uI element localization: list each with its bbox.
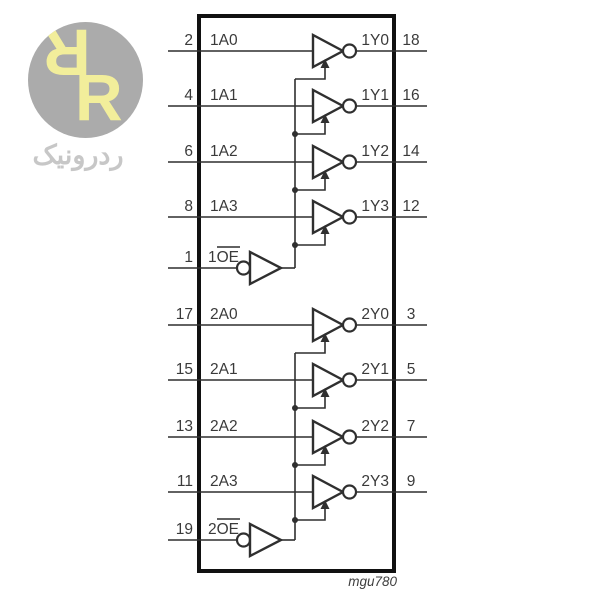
enable-arrow-icon	[320, 333, 330, 342]
input-pin-number: 17	[176, 306, 193, 323]
output-label: 2Y1	[361, 361, 389, 378]
brand-watermark: R R ردرونیک	[0, 0, 170, 190]
inversion-bubble-icon	[341, 317, 358, 333]
inversion-bubble-icon	[341, 429, 358, 445]
output-label: 1Y3	[361, 198, 389, 215]
input-label: 1A0	[210, 32, 238, 49]
buffer-triangle-2Y0	[311, 307, 346, 343]
output-pin-number: 5	[407, 361, 416, 378]
enable-arrow-icon	[320, 170, 330, 179]
enable-arrow-icon	[320, 225, 330, 234]
output-pin-number: 14	[402, 143, 420, 160]
buffer-triangle-1Y0	[311, 33, 346, 69]
enable-arrow-icon	[320, 500, 330, 509]
output-label: 1Y0	[361, 32, 389, 49]
input-pin-number: 2	[184, 32, 193, 49]
buffer-triangle-2Y2	[311, 419, 346, 455]
junction-dot-icon	[292, 187, 298, 193]
input-pin-number: 11	[177, 473, 193, 490]
buffer-triangle-1Y3	[311, 199, 346, 235]
buffer-triangle-1Y1	[311, 88, 346, 124]
buffer-triangle-2Y1	[311, 362, 346, 398]
output-pin-number: 16	[402, 87, 419, 104]
oe-pin-number: 19	[176, 521, 193, 538]
oe-label: 2OE	[208, 521, 239, 538]
junction-dot-icon	[292, 131, 298, 137]
oe-buffer-triangle-1	[248, 250, 284, 286]
junction-dot-icon	[292, 242, 298, 248]
inversion-bubble-icon	[341, 484, 358, 500]
output-label: 1Y1	[361, 87, 389, 104]
junction-dot-icon	[292, 517, 298, 523]
inversion-bubble-icon	[341, 209, 358, 225]
brand-name: ردرونیک	[32, 140, 124, 170]
junction-dot-icon	[292, 462, 298, 468]
input-pin-number: 8	[184, 198, 193, 215]
output-label: 2Y0	[361, 306, 389, 323]
buffer-triangle-2Y3	[311, 474, 346, 510]
input-label: 2A0	[210, 306, 238, 323]
enable-arrow-icon	[320, 114, 330, 123]
input-label: 1A1	[210, 87, 238, 104]
logo-letter-icon: R	[75, 60, 123, 134]
oe-pin-number: 1	[184, 249, 193, 266]
input-pin-number: 15	[176, 361, 193, 378]
enable-branch	[295, 395, 326, 409]
output-pin-number: 7	[407, 418, 416, 435]
output-pin-number: 9	[407, 473, 416, 490]
ic-body-outline	[197, 14, 396, 573]
input-label: 1A3	[210, 198, 238, 215]
oe-buffer-triangle-2	[248, 522, 284, 558]
input-pin-number: 13	[176, 418, 193, 435]
figure-code: mgu780	[348, 574, 397, 589]
output-label: 2Y3	[361, 473, 389, 490]
enable-branch	[295, 177, 326, 191]
brand-logo: R R	[28, 22, 143, 138]
input-label: 2A2	[210, 418, 238, 435]
oe-label: 1OE	[208, 249, 239, 266]
output-pin-number: 18	[402, 32, 419, 49]
enable-branch	[295, 232, 326, 246]
input-pin-number: 6	[184, 143, 193, 160]
junction-dot-icon	[292, 405, 298, 411]
output-label: 1Y2	[361, 143, 389, 160]
input-label: 1A2	[210, 143, 238, 160]
enable-branch	[295, 66, 326, 80]
enable-branch	[295, 507, 326, 521]
output-pin-number: 3	[407, 306, 416, 323]
buffer-triangle-1Y2	[311, 144, 346, 180]
enable-branch	[295, 452, 326, 466]
inversion-bubble-icon	[341, 154, 358, 170]
input-label: 2A1	[210, 361, 238, 378]
output-label: 2Y2	[361, 418, 389, 435]
enable-arrow-icon	[320, 388, 330, 397]
enable-arrow-icon	[320, 445, 330, 454]
enable-branch	[295, 121, 326, 135]
inversion-bubble-icon	[341, 98, 358, 114]
inversion-bubble-icon	[341, 43, 358, 59]
input-label: 2A3	[210, 473, 238, 490]
input-pin-number: 4	[184, 87, 193, 104]
enable-arrow-icon	[320, 59, 330, 68]
enable-branch	[295, 340, 326, 354]
output-pin-number: 12	[402, 198, 419, 215]
inversion-bubble-icon	[341, 372, 358, 388]
